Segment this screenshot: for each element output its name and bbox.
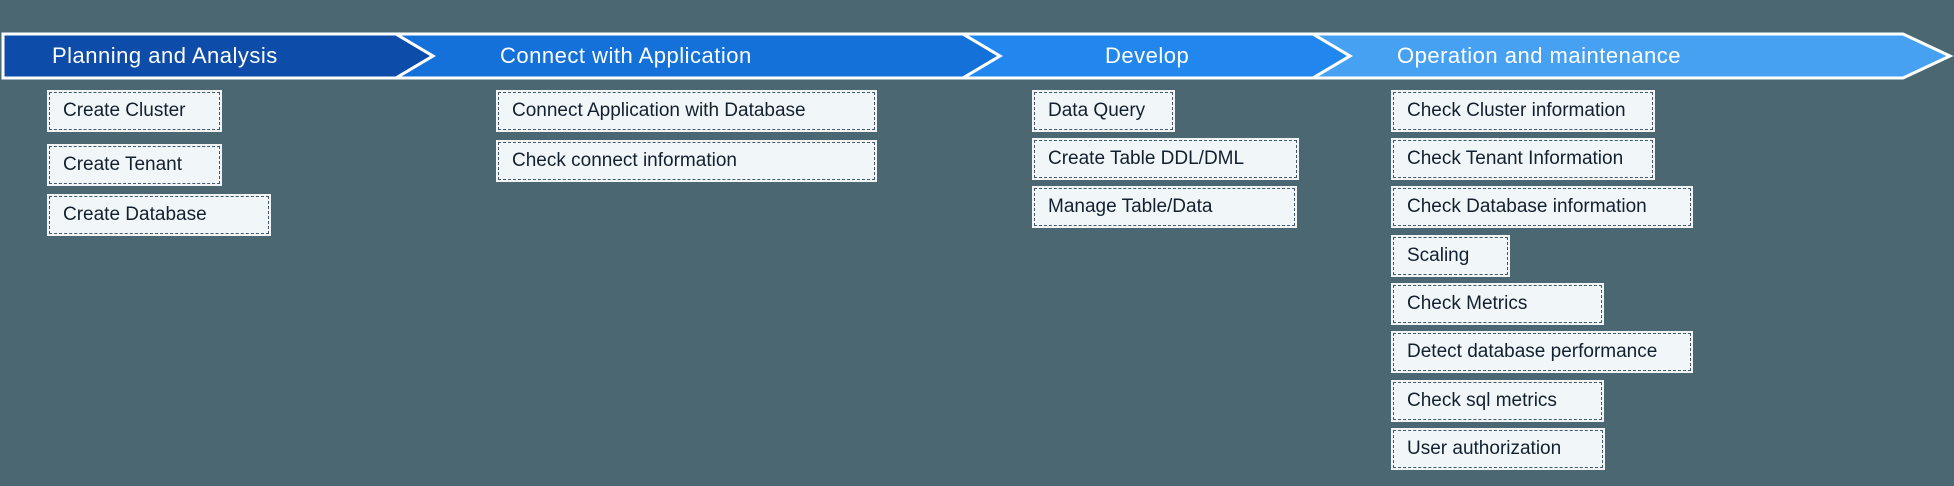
task-box: Data Query bbox=[1032, 90, 1175, 132]
task-box: Connect Application with Database bbox=[496, 90, 877, 132]
phase-label-develop: Develop bbox=[1105, 43, 1190, 68]
task-box: Check Cluster information bbox=[1391, 90, 1655, 132]
phase-arrow-banner bbox=[1, 32, 1954, 80]
phase-label-planning: Planning and Analysis bbox=[52, 43, 278, 68]
task-box: Check Metrics bbox=[1391, 283, 1604, 325]
task-box: Detect database performance bbox=[1391, 331, 1693, 373]
task-box: Create Tenant bbox=[47, 144, 222, 186]
task-box: Check Database information bbox=[1391, 186, 1693, 228]
task-box: Manage Table/Data bbox=[1032, 186, 1297, 228]
phase-label-connect: Connect with Application bbox=[500, 43, 752, 68]
task-box: Create Cluster bbox=[47, 90, 222, 132]
task-box: Check Tenant Information bbox=[1391, 138, 1655, 180]
task-box: User authorization bbox=[1391, 428, 1605, 470]
task-box: Check connect information bbox=[496, 140, 877, 182]
phase-label-operation: Operation and maintenance bbox=[1397, 43, 1682, 68]
phase-arrow-segment-operation bbox=[1307, 32, 1954, 80]
task-box: Create Table DDL/DML bbox=[1032, 138, 1299, 180]
task-box: Create Database bbox=[47, 194, 271, 236]
task-box: Check sql metrics bbox=[1391, 380, 1604, 422]
task-box: Scaling bbox=[1391, 235, 1510, 277]
